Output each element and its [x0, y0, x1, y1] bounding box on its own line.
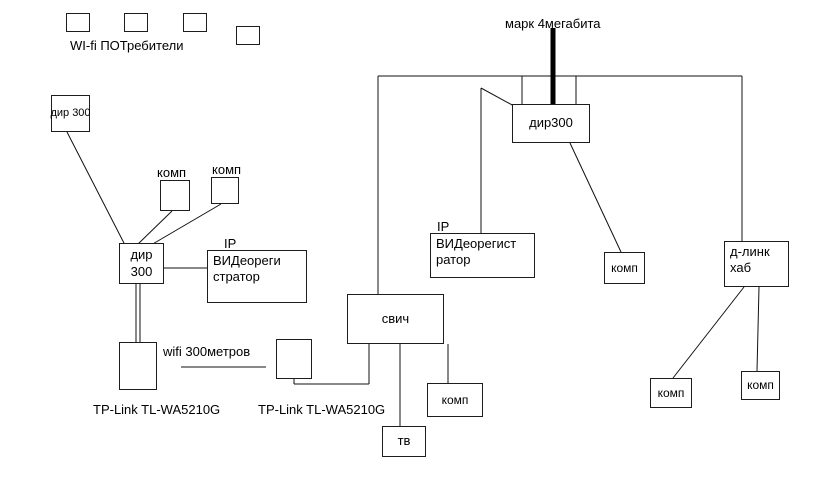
node-dir300-hub: дир 300: [119, 243, 164, 284]
node-dlink-hub: д-линк хаб: [724, 241, 789, 287]
komp-left-1-label: комп: [157, 165, 187, 180]
ip-left-label: IP: [224, 236, 237, 251]
connector-dlink-komp2: [756, 286, 760, 372]
node-dir300-right: дир300: [512, 104, 590, 143]
node-komp-right-top: комп: [604, 252, 645, 284]
connector-videoreg-dir300: [480, 87, 515, 107]
wifi-client-box-4: [236, 26, 260, 45]
node-tv: тв: [382, 426, 426, 457]
wifi-client-box-3: [183, 13, 207, 32]
tplink-left-label: TP-Link TL-WA5210G: [93, 402, 221, 417]
connector-komp2-hub: [150, 203, 222, 246]
node-komp-switch: комп: [427, 383, 483, 417]
komp-left-2-label: комп: [212, 162, 242, 177]
connector-dir300small-hub: [66, 131, 127, 248]
wifi-client-box-2: [124, 13, 148, 32]
komp-left-2-box: [211, 177, 239, 204]
node-komp-bottom-2: комп: [741, 371, 780, 400]
node-tplink-left: [119, 342, 157, 390]
komp-left-1-box: [160, 180, 190, 211]
node-komp-bottom-1: комп: [650, 378, 692, 408]
wifi-link-label: wifi 300метров: [163, 344, 251, 359]
node-videoreg-left: ВИДеореги стратор: [207, 250, 307, 303]
connector-dlink-komp1: [672, 286, 745, 379]
node-dir300-small: дир 300: [50, 95, 91, 132]
ip-right-label: IP: [437, 219, 450, 234]
node-tplink-right: [276, 339, 312, 379]
connector-komp1-hub: [136, 210, 173, 246]
tplink-right-label: TP-Link TL-WA5210G: [258, 402, 386, 417]
wifi-client-box-1: [66, 13, 90, 32]
node-videoreg-right: ВИДеорегист ратор: [430, 233, 535, 278]
wifi-consumers-label: WI-fi ПОТребители: [70, 38, 184, 53]
connector-dir300-komp: [569, 142, 622, 253]
node-switch: свич: [347, 294, 444, 344]
mark-label: марк 4мегабита: [505, 16, 601, 31]
